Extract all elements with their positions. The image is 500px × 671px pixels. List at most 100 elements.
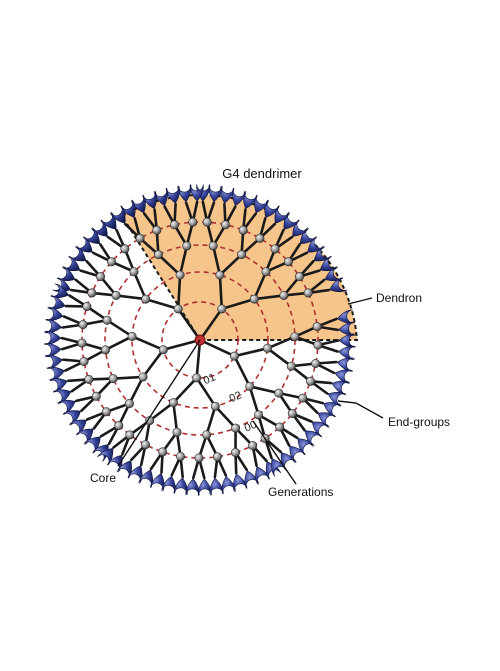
branch-atom (216, 271, 224, 279)
branch-atom (221, 221, 229, 229)
branch-atom (176, 452, 184, 460)
branch-atom (246, 382, 254, 390)
branch-atom (153, 226, 161, 234)
end-groups-label: End-groups (388, 415, 450, 429)
branch-atom (85, 375, 93, 383)
end-group (298, 439, 314, 455)
branch-atom (209, 242, 217, 250)
branch-atom (107, 258, 115, 266)
branch-atom (92, 392, 100, 400)
branch-atom (173, 428, 181, 436)
end-group (45, 319, 62, 332)
branch-atom (193, 374, 201, 382)
ring-label-01: 01 (202, 371, 218, 387)
branch-atom (263, 344, 271, 352)
branch-atom (213, 453, 221, 461)
branch-atom (271, 245, 279, 253)
branch-atom (79, 320, 87, 328)
branch-atom (183, 242, 191, 250)
branch-atom (287, 362, 295, 370)
branch-atom (112, 291, 120, 299)
end-groups-leader (338, 401, 383, 418)
core-label: Core (90, 471, 116, 485)
branch-atom (88, 289, 96, 297)
end-group (174, 478, 188, 495)
branch-atom (231, 448, 239, 456)
dendron-label: Dendron (376, 291, 422, 305)
branch-atom (299, 394, 307, 402)
bond (173, 378, 196, 403)
branch-atom (276, 423, 284, 431)
branch-atom (80, 357, 88, 365)
bond (234, 348, 267, 356)
end-group (210, 478, 224, 495)
bond (146, 299, 179, 309)
branch-atom (211, 402, 219, 410)
branch-atom (262, 268, 270, 276)
branch-atom (311, 359, 319, 367)
branch-atom (174, 305, 182, 313)
branch-atom (239, 226, 247, 234)
branch-atom (295, 272, 303, 280)
end-group (186, 479, 199, 496)
branch-atom (139, 373, 147, 381)
branch-atom (102, 408, 110, 416)
branch-atom (125, 399, 133, 407)
end-group (198, 479, 211, 496)
branch-atom (176, 271, 184, 279)
branch-atom (78, 339, 86, 347)
branch-atom (189, 218, 197, 226)
branch-atom (159, 346, 167, 354)
bond (234, 356, 249, 386)
branch-atom (254, 411, 262, 419)
bond (197, 340, 200, 378)
end-group (45, 355, 62, 368)
branch-atom (158, 448, 166, 456)
branch-atom (130, 268, 138, 276)
branch-atom (142, 295, 150, 303)
branch-atom (280, 291, 288, 299)
bond (200, 340, 234, 356)
branch-atom (128, 332, 136, 340)
branch-atom (275, 389, 283, 397)
branch-atom (170, 221, 178, 229)
branch-atom (96, 272, 104, 280)
branch-atom (136, 234, 144, 242)
branch-atom (203, 218, 211, 226)
branch-atom (195, 454, 203, 462)
generations-label: Generations (268, 485, 333, 499)
branch-atom (291, 333, 299, 341)
branch-atom (121, 245, 129, 253)
branch-atom (202, 431, 210, 439)
bond (143, 350, 163, 377)
branch-atom (306, 377, 314, 385)
branch-atom (313, 322, 321, 330)
branch-atom (304, 289, 312, 297)
branch-atom (103, 316, 111, 324)
diagram-title: G4 dendrimer (222, 166, 302, 181)
end-group (44, 343, 61, 356)
ring-label-02: 02 (228, 389, 244, 405)
bond (132, 336, 163, 349)
branch-atom (250, 295, 258, 303)
branch-atom (284, 258, 292, 266)
branch-atom (314, 341, 322, 349)
branch-atom (169, 398, 177, 406)
branch-atom (83, 302, 91, 310)
branch-atom (249, 441, 257, 449)
end-group (337, 358, 354, 372)
branch-atom (101, 346, 109, 354)
branch-atom (141, 441, 149, 449)
end-group (162, 476, 176, 494)
branch-atom (230, 352, 238, 360)
branch-atom (126, 431, 134, 439)
branch-atom (231, 424, 239, 432)
branch-atom (154, 250, 162, 258)
end-group (46, 307, 63, 321)
branch-atom (237, 250, 245, 258)
end-group (44, 331, 61, 344)
branch-atom (288, 409, 296, 417)
branch-atom (109, 374, 117, 382)
